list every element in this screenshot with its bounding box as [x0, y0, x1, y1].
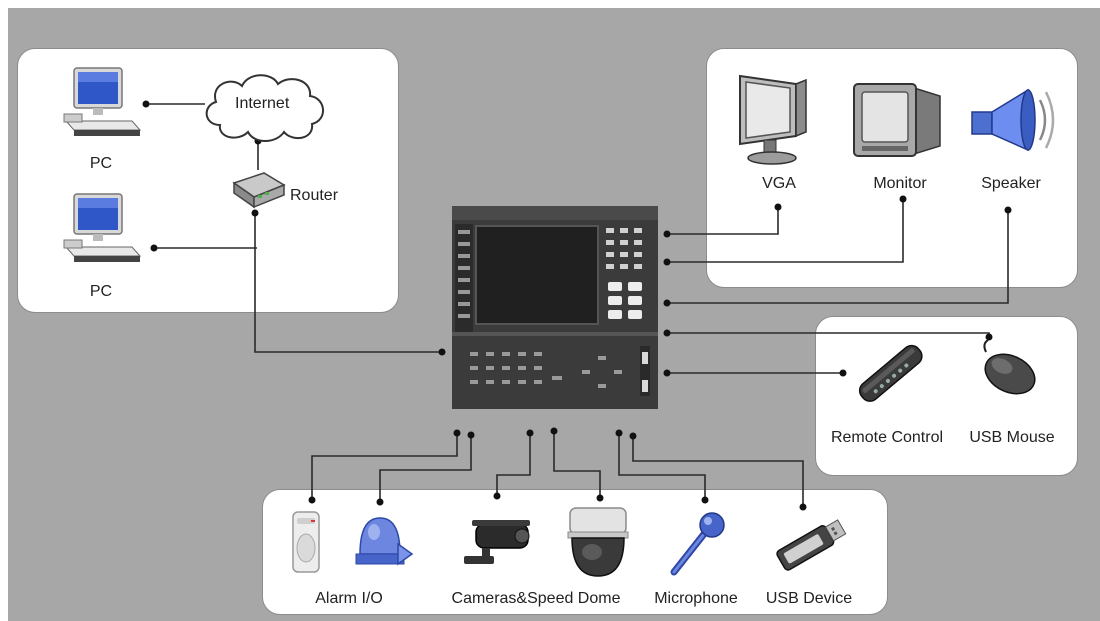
alarm-sensor-icon: [292, 511, 320, 573]
pc-icon: [63, 193, 142, 262]
cloud-icon: [205, 74, 324, 142]
crt-monitor-icon: [853, 83, 941, 157]
wire-node: [663, 299, 671, 307]
wire-usb: [632, 436, 804, 507]
cameras-speed-dome-label: Cameras&Speed Dome: [451, 590, 621, 607]
wire-node: [1004, 206, 1012, 214]
wire-node: [985, 333, 993, 341]
usb-mouse-label: USB Mouse: [969, 429, 1055, 446]
speaker-horn-icon: [971, 88, 1055, 152]
wire-nvr-mouse: [667, 332, 990, 337]
router-label: Router: [290, 187, 339, 204]
wire-node: [467, 431, 475, 439]
wire-node: [663, 369, 671, 377]
alarm-output-icon: [355, 517, 414, 566]
wire-node: [799, 503, 807, 511]
wire-node: [142, 100, 150, 108]
wire-camera: [496, 433, 531, 496]
microphone-icon: [670, 512, 725, 576]
wire-node: [899, 195, 907, 203]
wire-nvr-speaker: [667, 210, 1009, 304]
vga-label: VGA: [762, 175, 796, 192]
wire-nvr-monitor: [667, 199, 904, 263]
vga-display-icon: [739, 74, 807, 165]
speaker-label: Speaker: [981, 175, 1041, 192]
nvr-keyboard-device: [452, 206, 658, 409]
alarm-io-label: Alarm I/O: [315, 590, 383, 607]
usb-stick-icon: [776, 519, 847, 571]
wire-node: [663, 258, 671, 266]
wire-router-nvr: [254, 213, 442, 353]
wire-nvr-vga: [667, 207, 779, 235]
wire-node: [615, 429, 623, 437]
wire-node: [526, 429, 534, 437]
control-panel: [815, 316, 1078, 476]
wire-node: [550, 427, 558, 435]
wire-node: [663, 329, 671, 337]
wire-node: [774, 203, 782, 211]
wire-dome: [553, 431, 601, 498]
speed-dome-icon: [567, 507, 629, 577]
wire-node: [663, 230, 671, 238]
wire-node: [701, 496, 709, 504]
wire-alarm-in: [311, 433, 458, 500]
wire-mic: [618, 433, 706, 500]
wire-node: [308, 496, 316, 504]
usb-device-label: USB Device: [765, 590, 853, 607]
wire-node: [150, 244, 158, 252]
wire-alarm-out: [379, 435, 472, 502]
wire-node: [493, 492, 501, 500]
internet-label: Internet: [235, 95, 290, 112]
usb-mouse-icon: [983, 340, 1036, 395]
router-icon: [232, 172, 286, 209]
wire-node: [376, 498, 384, 506]
remote-control-label: Remote Control: [830, 429, 944, 446]
microphone-label: Microphone: [654, 590, 738, 607]
bullet-camera-icon: [464, 520, 530, 564]
monitor-label: Monitor: [873, 175, 927, 192]
wire-node: [453, 429, 461, 437]
pc-label: PC: [89, 283, 113, 300]
wire-node: [438, 348, 446, 356]
wire-node: [251, 209, 259, 217]
pc-icon: [63, 67, 142, 136]
wire-node: [596, 494, 604, 502]
wire-node: [839, 369, 847, 377]
wire-node: [629, 432, 637, 440]
pc-label: PC: [89, 155, 113, 172]
remote-control-icon: [858, 344, 923, 402]
